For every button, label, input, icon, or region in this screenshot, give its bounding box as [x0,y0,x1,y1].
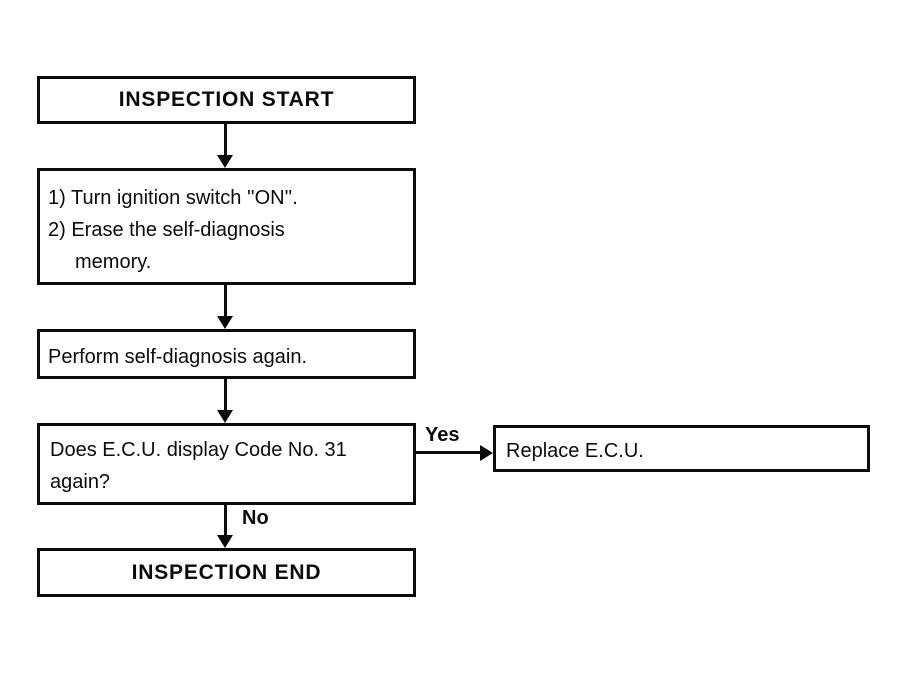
decision-line-1: Does E.C.U. display Code No. 31 [50,439,347,461]
edge-start-to-procedure-line [224,124,227,157]
node-inspection-end: INSPECTION END [37,548,416,597]
arrowhead-down-icon [217,535,233,548]
arrowhead-right-icon [480,445,493,461]
node-perform-label: Perform self-diagnosis again. [48,346,308,368]
node-procedure: 1) Turn ignition switch ''ON''. 2) Erase… [37,168,416,285]
edge-decision-to-end-line [224,505,227,536]
decision-line-2: again? [50,471,111,493]
node-perform-self-diagnosis: Perform self-diagnosis again. [37,329,416,379]
edge-label-no: No [240,507,271,530]
arrowhead-down-icon [217,410,233,423]
arrowhead-down-icon [217,316,233,329]
node-replace-ecu: Replace E.C.U. [493,425,870,472]
edge-perform-to-decision-line [224,379,227,411]
node-replace-label: Replace E.C.U. [506,440,644,462]
procedure-step-2-continued: memory. [75,251,152,273]
node-decision-code-31: Does E.C.U. display Code No. 31 again? [37,423,416,505]
node-inspection-start-label: INSPECTION START [118,88,335,111]
procedure-step-1: 1) Turn ignition switch ''ON''. [48,187,298,209]
node-inspection-end-label: INSPECTION END [131,560,322,584]
node-inspection-start: INSPECTION START [37,76,416,124]
edge-label-yes: Yes [423,424,462,447]
arrowhead-down-icon [217,155,233,168]
edge-decision-to-replace-line [416,451,480,454]
procedure-step-2: 2) Erase the self-diagnosis [48,219,285,241]
edge-procedure-to-perform-line [224,285,227,317]
